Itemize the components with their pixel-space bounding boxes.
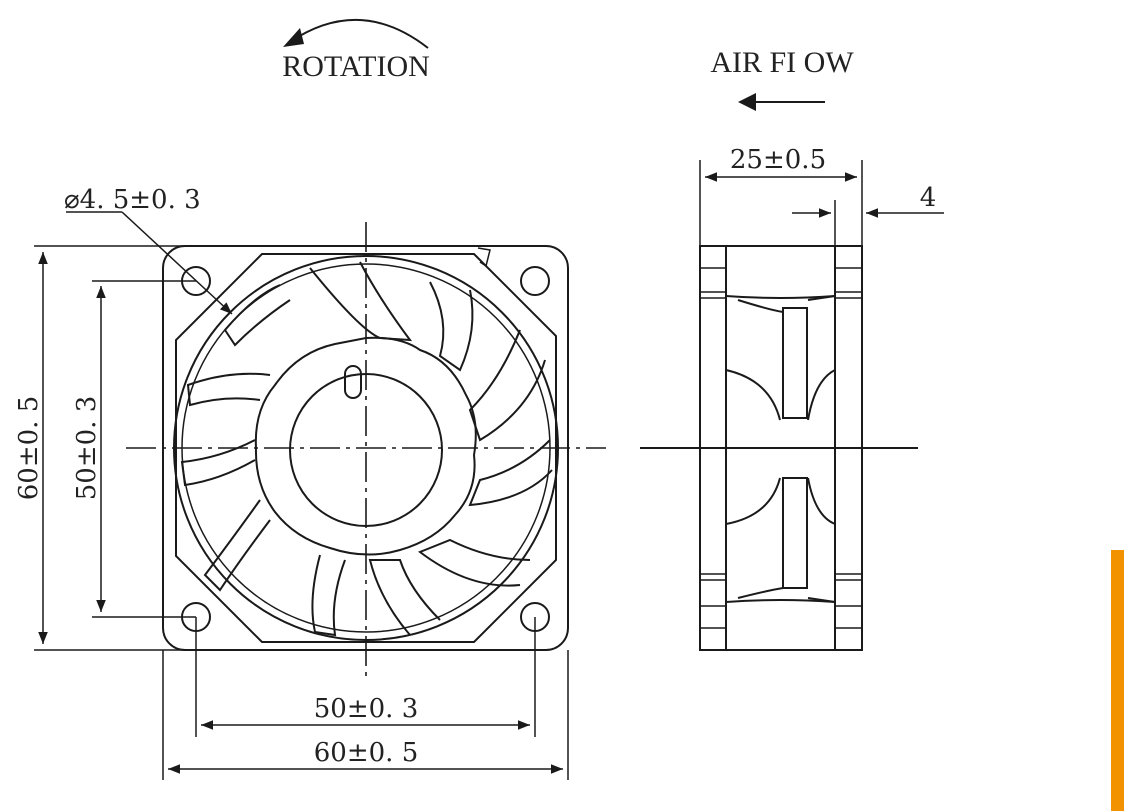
side-strut-upper [725,295,836,421]
rotation-arrow-head [283,28,304,47]
fan-blade [368,559,441,636]
fan-blade [223,284,291,347]
side-view [640,245,918,651]
hub-label-slot [344,365,362,399]
side-dimensions: 25±0.5 4 [699,145,944,246]
overall-height-text: 60±0. 5 [14,396,44,500]
rotation-indicator: ROTATION [282,18,430,83]
mounting-hole [520,266,550,296]
frame-inner-octagon [175,253,557,643]
fan-blade [417,538,531,587]
overall-width-text: 60±0. 5 [314,738,418,768]
hole-pitch-horizontal-text: 50±0. 3 [314,694,418,724]
airflow-label: AIR FI OW [710,46,854,79]
hole-pitch-vertical-text: 50±0. 3 [72,396,102,500]
hub-outline [254,336,477,556]
flange-text: 4 [920,183,937,213]
side-strut-lower [725,477,836,603]
depth-text: 25±0.5 [730,145,826,175]
airflow-indicator: AIR FI OW [710,46,854,111]
hole-diameter-text: ⌀4. 5±0. 3 [64,185,201,215]
rotation-label: ROTATION [282,50,430,83]
airflow-arrow-head [738,93,756,111]
fan-blade [429,281,474,372]
fan-blade [180,439,256,487]
fan-blade [186,372,271,407]
front-view [126,222,606,676]
fan-blades [180,261,553,637]
rotation-arrow [289,18,429,49]
fan-blade [468,329,546,442]
side-flange-details [700,267,862,629]
accent-bar [1111,550,1124,811]
fan-blade [468,439,553,507]
fan-blade [203,499,271,592]
fan-blade [309,261,413,342]
fan-blade [311,554,346,637]
front-dimensions: ⌀4. 5±0. 3 60±0. 5 50±0. 3 50±0. 3 60±0.… [14,185,569,780]
hole-diameter-leader [121,211,233,315]
frame-notch [477,247,491,268]
